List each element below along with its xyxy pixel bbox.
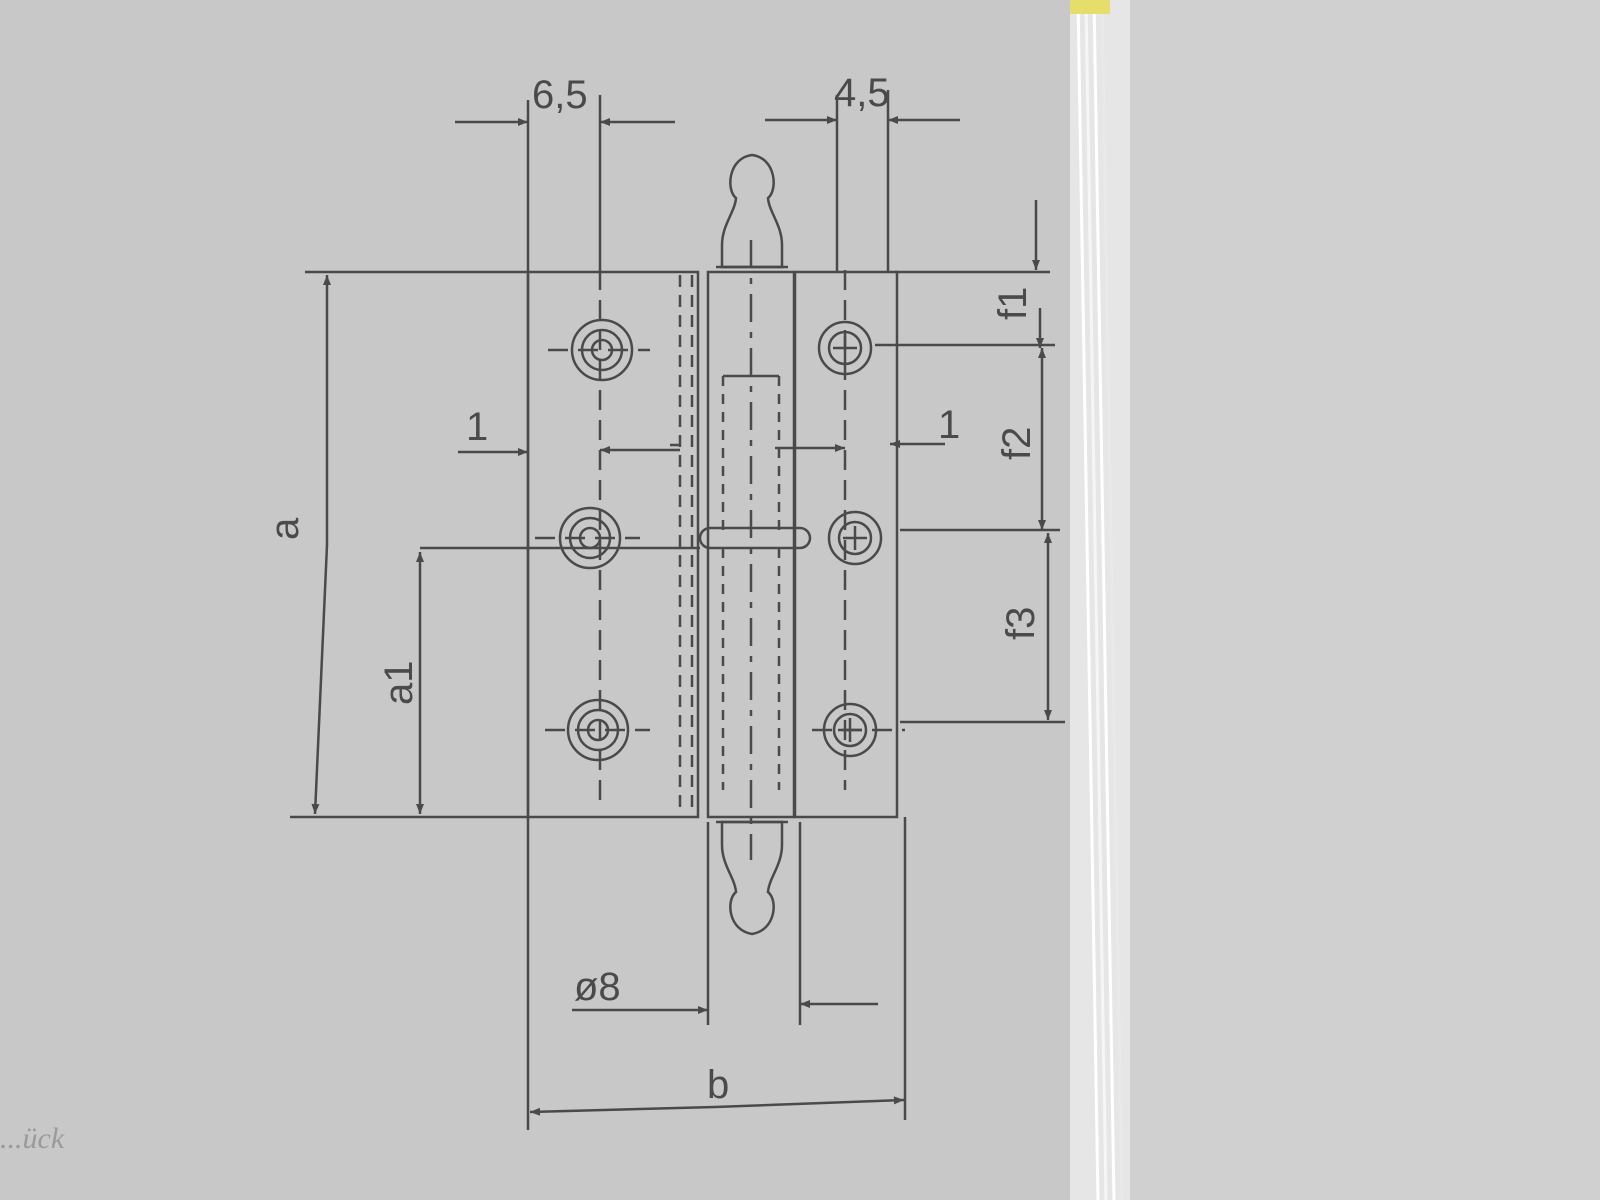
bottom-finial [720, 820, 784, 936]
label-offset-right: 1 [938, 403, 960, 447]
label-top-left-width: 6,5 [532, 73, 588, 117]
label-height-a1: a1 [377, 661, 421, 706]
label-spacing-f3: f3 [999, 607, 1043, 640]
paper-background [0, 0, 1110, 1200]
label-offset-left: 1 [466, 405, 488, 449]
dimension-lines [311, 116, 1052, 1116]
label-spacing-f1: f1 [991, 287, 1035, 320]
label-spacing-f2: f2 [995, 427, 1039, 460]
label-top-right-width: 4,5 [834, 71, 890, 115]
label-width-b: b [707, 1063, 729, 1107]
label-pin-diameter: ø8 [574, 965, 621, 1009]
knuckle-ring [698, 526, 812, 550]
hinge-knuckle [706, 270, 796, 819]
book-edge [1070, 0, 1130, 1200]
top-finial [720, 153, 784, 269]
label-height-a: a [263, 517, 307, 540]
partial-logo: ...ück [0, 1122, 65, 1155]
hole-centerlines [535, 270, 905, 810]
screw-hole-right-2 [827, 510, 883, 566]
right-page-background [1110, 0, 1600, 1200]
